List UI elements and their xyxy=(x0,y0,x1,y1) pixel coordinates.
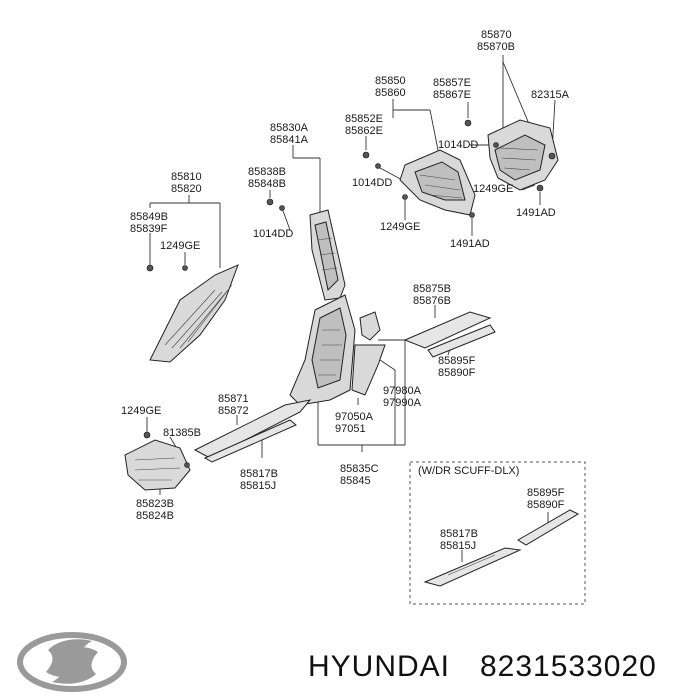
rear-door-scuff-part xyxy=(403,311,496,358)
label-85895F-a: 85895F xyxy=(438,355,476,367)
label-85871: 85871 xyxy=(218,393,249,405)
label-1249GE-a: 1249GE xyxy=(473,183,513,195)
label-1249GE-c: 1249GE xyxy=(160,240,200,252)
label-85835C: 85835C xyxy=(340,463,379,475)
label-97050A: 97050A xyxy=(335,411,374,423)
label-85870: 85870 xyxy=(481,29,512,41)
label-97990A: 97990A xyxy=(383,397,422,409)
label-81385B: 81385B xyxy=(163,427,201,439)
label-85870B: 85870B xyxy=(477,41,515,53)
hyundai-logo-icon xyxy=(17,632,127,692)
label-85860: 85860 xyxy=(375,87,406,99)
part-labels: 85870 85870B 85857E 85867E 82315A 85850 … xyxy=(121,29,570,552)
label-1014DD-b: 1014DD xyxy=(352,177,392,189)
label-85841A: 85841A xyxy=(270,134,309,146)
label-85845: 85845 xyxy=(340,475,371,487)
cowl-side-trim-part xyxy=(146,264,239,363)
label-85815J-a: 85815J xyxy=(240,480,276,492)
label-85852E: 85852E xyxy=(345,113,383,125)
label-1014DD-a: 1014DD xyxy=(438,139,478,151)
label-85839F: 85839F xyxy=(130,223,168,235)
label-1014DD-c: 1014DD xyxy=(253,228,293,240)
label-85849B: 85849B xyxy=(130,211,168,223)
front-door-scuff-part xyxy=(193,399,312,463)
label-85823B: 85823B xyxy=(136,498,174,510)
label-85838B: 85838B xyxy=(248,166,286,178)
label-97051: 97051 xyxy=(335,423,366,435)
quarter-trim-upper-part xyxy=(464,119,559,192)
label-82315A: 82315A xyxy=(531,89,570,101)
front-pillar-trim-part xyxy=(266,198,346,301)
label-85824B: 85824B xyxy=(136,510,174,522)
footer-brand: HYUNDAI xyxy=(308,650,450,683)
kick-panel-part xyxy=(124,431,191,491)
label-85830A: 85830A xyxy=(270,122,309,134)
label-1249GE-d: 1249GE xyxy=(121,405,161,417)
label-1491AD-b: 1491AD xyxy=(450,238,490,250)
label-85857E: 85857E xyxy=(433,77,471,89)
label-85876B: 85876B xyxy=(413,295,451,307)
label-97980A: 97980A xyxy=(383,385,422,397)
label-85820: 85820 xyxy=(171,183,202,195)
label-85895F-b: 85895F xyxy=(527,487,565,499)
label-1491AD-a: 1491AD xyxy=(516,207,556,219)
label-85890F-a: 85890F xyxy=(438,367,476,379)
label-85862E: 85862E xyxy=(345,125,383,137)
footer-part-number: 8231533020 xyxy=(480,650,657,683)
label-85817B-b: 85817B xyxy=(440,528,478,540)
center-pillar-lower-trim-part xyxy=(289,294,386,406)
option-box-title: (W/DR SCUFF-DLX) xyxy=(418,465,519,477)
label-85875B: 85875B xyxy=(413,283,451,295)
label-85850: 85850 xyxy=(375,75,406,87)
label-85810: 85810 xyxy=(171,171,202,183)
label-1249GE-b: 1249GE xyxy=(380,221,420,233)
center-pillar-upper-trim-part xyxy=(362,149,476,218)
leader-lines xyxy=(146,55,556,562)
label-85867E: 85867E xyxy=(433,89,471,101)
label-85872: 85872 xyxy=(218,405,249,417)
label-85817B-a: 85817B xyxy=(240,468,278,480)
label-85848B: 85848B xyxy=(248,178,286,190)
label-85815J-b: 85815J xyxy=(440,540,476,552)
label-85890F-b: 85890F xyxy=(527,499,565,511)
option-box: (W/DR SCUFF-DLX) xyxy=(409,461,586,605)
